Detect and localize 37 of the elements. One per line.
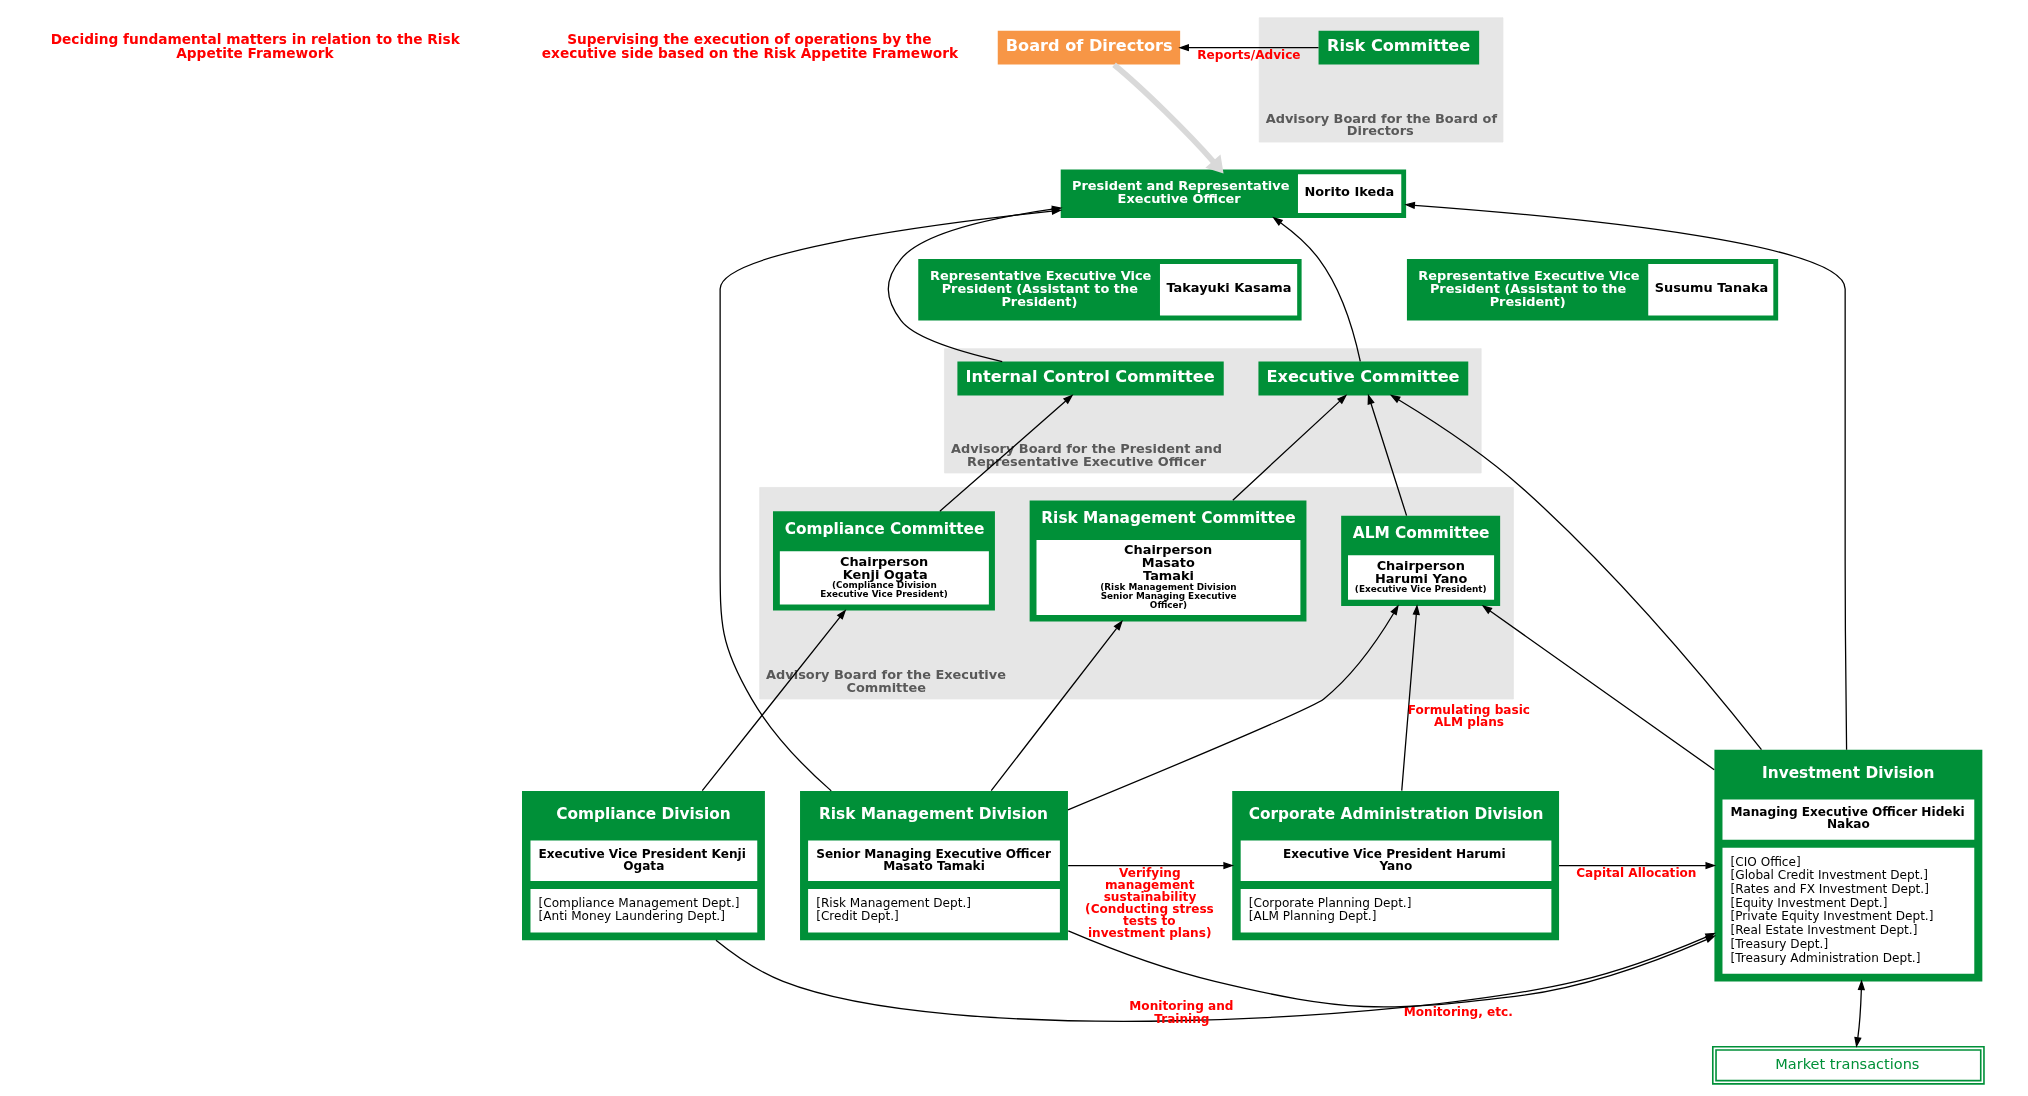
arrow — [1367, 393, 1407, 517]
node-box: Risk Management Committee Chairperson Masato Tamaki (Risk Management Division Senior Managing Executive Officer) — [1029, 500, 1306, 622]
node-box: Investment Division Managing Executive Officer Hideki Nakao [CIO Office] [Global Credit Investment Dept.] [Rates and FX Investment Dept.] [Equity Investment Dept.] [Private Equity Investment Dept.] [Real Estate Investment Dept.] [Treasury Dept.] [Treasury Administration Dept.] — [1713, 749, 1982, 982]
node-box: Representative Executive Vice President (Assistant to the President) Takayuki Kasama — [917, 259, 1302, 321]
arrow — [1400, 604, 1420, 792]
arrow — [701, 609, 846, 792]
edge-label: Verifying management sustainability (Conducting stress tests to investment plans) — [1084, 865, 1214, 941]
node-box: Risk Committee — [1318, 30, 1479, 65]
arrow — [1177, 43, 1319, 52]
node-box: Internal Control Committee — [956, 361, 1224, 396]
arrow — [1067, 861, 1234, 870]
node-box: Risk Management Division Senior Managing Executive Officer Masato Tamaki [Risk Management Dept.] [Credit Dept.] — [799, 790, 1068, 941]
node-box: Representative Executive Vice President (Assistant to the President) Susumu Tanaka — [1406, 259, 1778, 321]
node-box: Executive Committee — [1257, 361, 1468, 396]
arrow — [1231, 394, 1347, 501]
arrow — [1389, 394, 1762, 751]
edge-label: Monitoring, etc. — [1403, 1004, 1513, 1019]
arrow — [1111, 62, 1224, 174]
node-box: Compliance Division Executive Vice President Kenji Ogata [Compliance Management Dept.] [Anti Money Laundering Dept.] — [521, 790, 765, 941]
node-box: Compliance Committee Chairperson Kenji Ogata (Compliance Division Executive Vice President) — [772, 511, 995, 611]
arrow — [1271, 216, 1361, 362]
arrow — [1557, 861, 1716, 870]
edge-label: Reports/Advice — [1196, 47, 1301, 62]
arrow — [1853, 979, 1865, 1048]
arrow — [1403, 201, 1847, 751]
edge-label: Capital Allocation — [1575, 865, 1696, 880]
label: Supervising the execution of operations by the executive side based on the Risk Appetite Framework — [541, 31, 958, 61]
node-box: Board of Directors — [997, 30, 1180, 65]
arrow — [1481, 605, 1715, 771]
arrow — [938, 394, 1073, 512]
arrow — [1066, 604, 1399, 811]
node-box: ALM Committee Chairperson Harumi Yano (Executive Vice President) — [1340, 515, 1500, 607]
node-box: Corporate Administration Division Executive Vice President Harumi Yano [Corporate Planning Dept.] [ALM Planning Dept.] — [1231, 790, 1559, 941]
edge-label: Formulating basic ALM plans — [1407, 703, 1530, 730]
arrow — [990, 620, 1123, 792]
label: Deciding fundamental matters in relation to the Risk Appetite Framework — [50, 31, 460, 61]
node-box: President and Representative Executive Officer Norito Ikeda — [1060, 169, 1406, 218]
